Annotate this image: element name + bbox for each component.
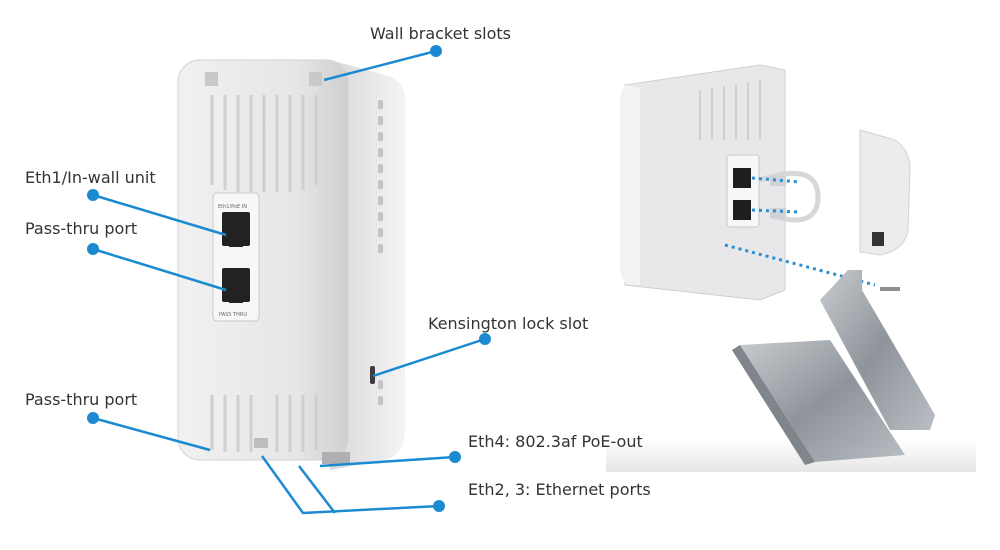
label-eth4-poe-out: Eth4: 802.3af PoE-out (468, 432, 643, 451)
label-pass-thru-port-top: Pass-thru port (25, 219, 138, 238)
bottom-ribs (210, 395, 318, 452)
kensington-slot (370, 366, 375, 384)
stand-neck (820, 270, 935, 430)
pass-thru-port-upper (222, 268, 250, 302)
label-kensington-lock-slot: Kensington lock slot (428, 314, 589, 333)
stand-unit (624, 64, 786, 301)
port-bottom-label: PASS THRU (219, 312, 247, 318)
label-eth2-3-ethernet: Eth2, 3: Ethernet ports (468, 480, 651, 499)
device-body (177, 59, 349, 461)
callout-dots (87, 45, 491, 512)
stand-base (740, 340, 905, 462)
label-eth1-in-wall: Eth1/In-wall unit (25, 168, 156, 187)
stand-bracket (859, 129, 911, 256)
eth1-port (222, 212, 250, 246)
bottom-notch (254, 438, 268, 448)
top-ribs (210, 95, 318, 192)
stand-guides (724, 176, 876, 287)
wall-bracket-slot-right (309, 72, 322, 86)
stand-photo (606, 64, 976, 472)
label-wall-bracket-slots: Wall bracket slots (370, 24, 511, 43)
wall-bracket-slot-left (205, 72, 218, 86)
label-pass-thru-port-bottom: Pass-thru port (25, 390, 138, 409)
main-device (177, 59, 405, 470)
bottom-eth4 (322, 452, 350, 464)
callout-lines (92, 49, 486, 515)
side-vents (378, 100, 383, 405)
port-top-label: Eth1/PoE IN (218, 204, 247, 210)
stand-cable (759, 170, 821, 223)
device-side (330, 60, 405, 470)
